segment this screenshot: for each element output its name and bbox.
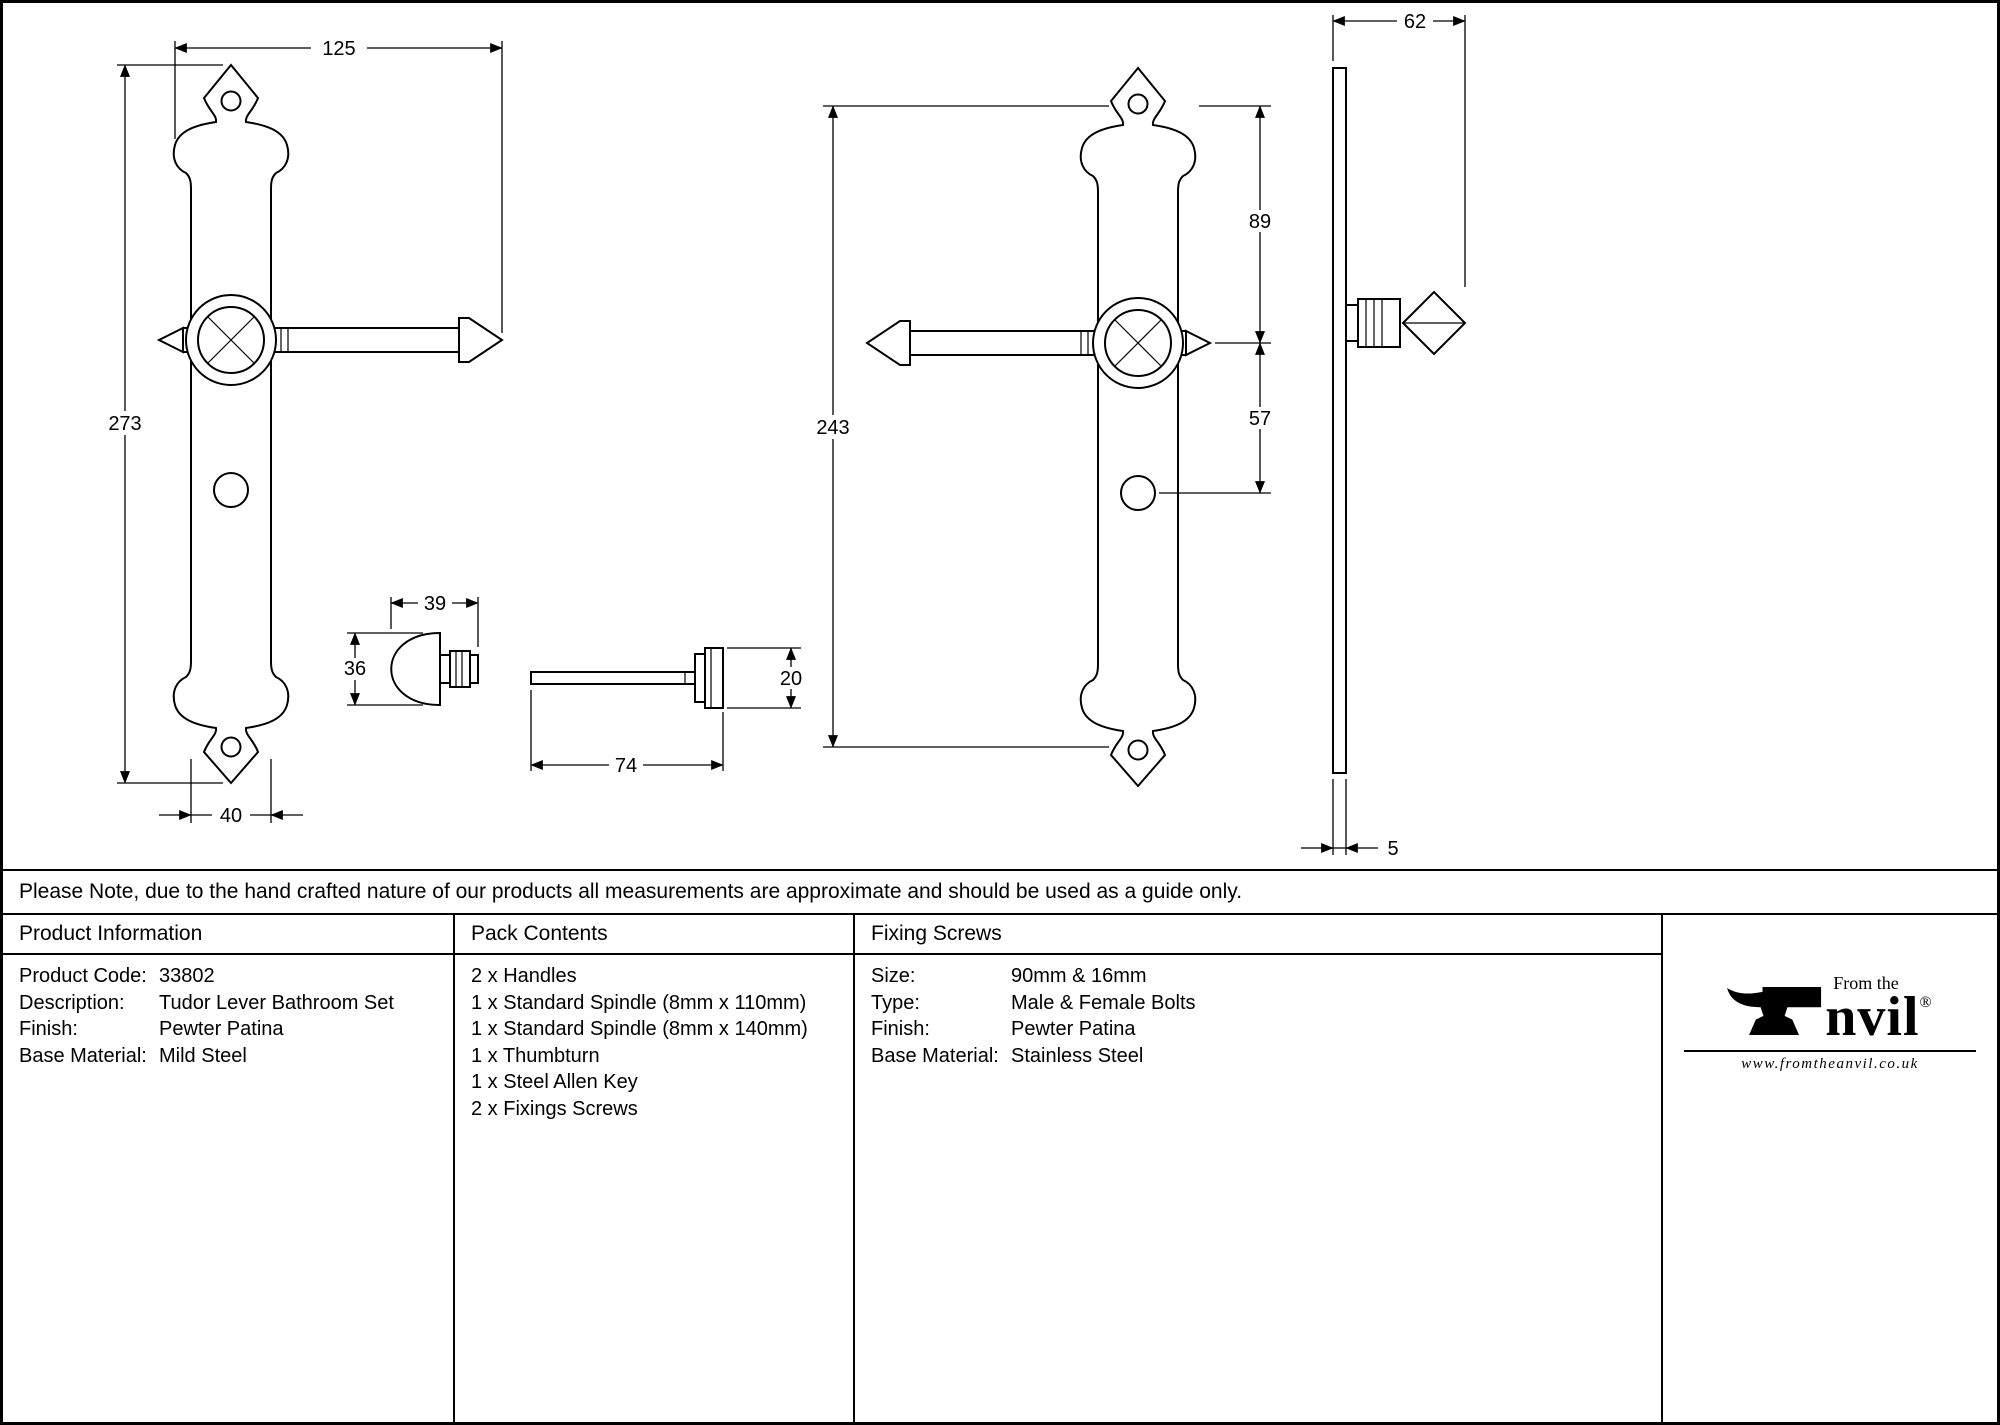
dim-label-243: 243 xyxy=(816,417,849,439)
field-label: Size: xyxy=(871,965,916,987)
dim-lever-width: 125 xyxy=(174,37,503,333)
table-row: Type: Male & Female Bolts xyxy=(871,990,1645,1017)
info-table: Product Information Pack Contents Fixing… xyxy=(3,915,1997,1422)
dim-spindle-length: 74 xyxy=(530,690,724,777)
table-row: Product Code: 33802 xyxy=(19,963,437,990)
handle-front-view-left: 125 273 40 xyxy=(99,37,503,827)
fixing-screws-cell: Size: 90mm & 16mm Type: Male & Female Bo… xyxy=(855,955,1663,1422)
field-label: Base Material: xyxy=(19,1044,147,1067)
pack-contents-cell: 2 x Handles 1 x Standard Spindle (8mm x … xyxy=(455,955,855,1422)
field-value: Pewter Patina xyxy=(1011,1018,1136,1040)
anvil-logo-icon xyxy=(1727,987,1822,1036)
dim-label-20: 20 xyxy=(780,668,802,690)
table-row: Size: 90mm & 16mm xyxy=(871,963,1645,990)
disclaimer-note: Please Note, due to the hand crafted nat… xyxy=(3,869,1997,915)
field-label: Base Material: xyxy=(871,1044,999,1067)
dim-projection: 62 xyxy=(1332,10,1466,287)
table-row: Description: Tudor Lever Bathroom Set xyxy=(19,990,437,1017)
field-label: Description: xyxy=(19,991,125,1014)
field-label: Product Code: xyxy=(19,965,147,987)
pack-item: 2 x Fixings Screws xyxy=(471,1097,638,1120)
technical-drawing: 125 273 40 xyxy=(99,10,1467,860)
table-row: Base Material: Stainless Steel xyxy=(871,1043,1645,1070)
dim-plate-body-height: 243 xyxy=(807,105,1109,748)
dim-label-57: 57 xyxy=(1249,408,1271,430)
table-row: Finish: Pewter Patina xyxy=(19,1016,437,1043)
field-value: Mild Steel xyxy=(159,1044,247,1067)
dim-thumbturn-height: 36 xyxy=(339,632,423,706)
table-row: Finish: Pewter Patina xyxy=(871,1016,1645,1043)
dim-thumbturn-length: 39 xyxy=(390,592,479,647)
pack-item: 2 x Handles xyxy=(471,965,577,987)
dim-label-36: 36 xyxy=(344,658,366,680)
brand-website: www.fromtheanvil.co.uk xyxy=(1684,1049,1976,1073)
dim-plate-full-height: 273 xyxy=(99,64,223,784)
pack-contents-header: Pack Contents xyxy=(455,915,855,955)
dim-lever-to-turn-hole: 57 xyxy=(1159,342,1282,494)
thumbturn-detail: 39 36 xyxy=(339,592,479,707)
technical-drawing-area: 125 273 40 xyxy=(3,3,1997,869)
field-value: 90mm & 16mm xyxy=(1011,965,1147,987)
dim-label-125: 125 xyxy=(322,38,355,60)
dim-label-74: 74 xyxy=(615,755,637,777)
field-value: Male & Female Bolts xyxy=(1011,991,1196,1014)
dim-label-273: 273 xyxy=(108,413,141,435)
fixing-screws-header: Fixing Screws xyxy=(855,915,1663,955)
registered-mark: ® xyxy=(1919,994,1933,1011)
dim-top-to-lever: 89 xyxy=(1199,105,1282,344)
field-value: Tudor Lever Bathroom Set xyxy=(159,991,394,1014)
field-value: Stainless Steel xyxy=(1011,1044,1144,1067)
dim-label-40: 40 xyxy=(220,805,242,827)
disclaimer-note-text: Please Note, due to the hand crafted nat… xyxy=(19,880,1243,903)
dim-plate-width: 40 xyxy=(159,759,303,827)
brand-logo: From the nvil® xyxy=(1727,973,1933,1048)
brand-text: From the nvil® xyxy=(1825,973,1933,1048)
field-label: Finish: xyxy=(871,1018,930,1040)
brand-tagline: From the xyxy=(1833,973,1899,993)
pack-item: 1 x Standard Spindle (8mm x 110mm) xyxy=(471,991,807,1014)
dim-label-39: 39 xyxy=(424,593,446,615)
dim-label-62: 62 xyxy=(1404,11,1426,33)
dim-spindle-cap: 20 xyxy=(727,647,807,709)
spindle-detail: 20 74 xyxy=(530,647,807,777)
pack-item: 1 x Steel Allen Key xyxy=(471,1071,638,1093)
brand-name: nvil® xyxy=(1825,986,1933,1048)
field-value: 33802 xyxy=(159,965,215,987)
field-label: Finish: xyxy=(19,1018,78,1040)
product-information-header: Product Information xyxy=(3,915,455,955)
pack-item: 1 x Standard Spindle (8mm x 140mm) xyxy=(471,1018,808,1040)
handle-front-view-right: 243 89 57 xyxy=(807,67,1282,787)
field-value: Pewter Patina xyxy=(159,1018,284,1040)
handle-side-view: 62 5 xyxy=(1301,10,1467,860)
dim-label-5: 5 xyxy=(1387,838,1398,860)
product-information-cell: Product Code: 33802 Description: Tudor L… xyxy=(3,955,455,1422)
brand-logo-cell: From the nvil® www.fromtheanvil.co.uk xyxy=(1663,915,1997,1422)
field-label: Type: xyxy=(871,991,920,1014)
pack-item: 1 x Thumbturn xyxy=(471,1044,600,1067)
dim-label-89: 89 xyxy=(1249,211,1271,233)
table-row: Base Material: Mild Steel xyxy=(19,1043,437,1070)
dim-plate-thickness: 5 xyxy=(1301,779,1399,860)
